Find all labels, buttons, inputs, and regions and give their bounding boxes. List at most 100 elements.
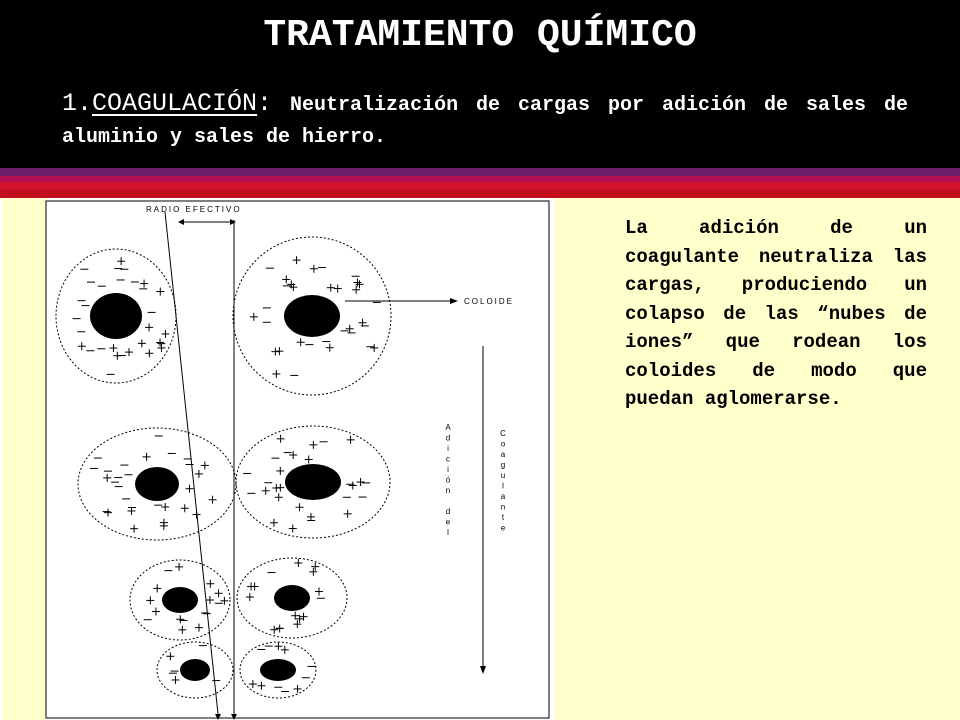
label-radio-efectivo: RADIO EFECTIVO — [146, 205, 242, 214]
colloid-particle — [260, 659, 296, 681]
decor-stripe-3 — [0, 182, 960, 190]
positive-charge-icon — [272, 369, 281, 378]
positive-charge-icon — [205, 596, 214, 605]
positive-charge-icon — [276, 434, 285, 443]
colloid-particle — [162, 587, 198, 613]
positive-charge-icon — [275, 624, 284, 633]
label-coagulante-letter: e — [501, 524, 506, 533]
label-coagulante-letter: o — [501, 440, 506, 449]
colloid-particle — [274, 585, 310, 611]
label-coagulante-letter: g — [501, 461, 505, 470]
positive-charge-icon — [304, 455, 313, 464]
positive-charge-icon — [289, 450, 298, 459]
positive-charge-icon — [370, 343, 379, 352]
positive-charge-icon — [153, 584, 162, 593]
colloid-cluster — [129, 559, 231, 641]
positive-charge-icon — [348, 481, 357, 490]
label-coagulante-letter: n — [501, 503, 505, 512]
positive-charge-icon — [178, 625, 187, 634]
positive-charge-icon — [146, 596, 155, 605]
positive-charge-icon — [276, 466, 285, 475]
subtitle-heading: COAGULACIÓN — [92, 89, 258, 118]
positive-charge-icon — [124, 348, 133, 357]
label-coagulante-letter: a — [501, 492, 506, 501]
positive-charge-icon — [295, 614, 304, 623]
positive-charge-icon — [275, 347, 284, 356]
positive-charge-icon — [194, 469, 203, 478]
label-adicion-letter: i — [447, 444, 449, 453]
positive-charge-icon — [130, 524, 139, 533]
positive-charge-icon — [309, 440, 318, 449]
subtitle-text: Neutralización de cargas por adición de … — [62, 94, 908, 149]
ion-cloud — [232, 236, 392, 396]
ion-cloud — [156, 641, 234, 699]
label-adicion-letter: i — [447, 465, 449, 474]
label-coloide: COLOIDE — [464, 297, 514, 306]
coagulant-arrowhead — [480, 666, 486, 674]
label-adicion-letter: ó — [446, 476, 451, 485]
colloid-cluster — [236, 557, 348, 639]
label-adicion-letter: n — [446, 486, 450, 495]
label-coagulante-letter: l — [502, 482, 504, 491]
positive-charge-icon — [103, 473, 112, 482]
positive-charge-icon — [176, 615, 185, 624]
label-coagulante-letter: t — [502, 513, 505, 522]
diagram-arrows — [164, 211, 486, 720]
radius-arrow-left — [178, 219, 184, 225]
positive-charge-icon — [288, 524, 297, 533]
ion-cloud — [235, 425, 391, 539]
positive-charge-icon — [137, 339, 146, 348]
colloid-particle — [285, 464, 341, 500]
positive-charge-icon — [343, 509, 352, 518]
positive-charge-icon — [306, 512, 315, 521]
positive-charge-icon — [208, 495, 217, 504]
label-coagulante-letter: C — [500, 429, 506, 438]
positive-charge-icon — [180, 504, 189, 513]
positive-charge-icon — [280, 645, 289, 654]
label-adicion-letter: l — [447, 528, 449, 537]
positive-charge-icon — [346, 435, 355, 444]
ion-cloud — [129, 559, 231, 641]
left-margin — [2, 198, 46, 720]
positive-charge-icon — [294, 559, 303, 568]
label-adicion-letter: e — [446, 518, 451, 527]
colloid-particle — [180, 659, 210, 681]
positive-charge-icon — [194, 623, 203, 632]
positive-charge-icon — [293, 620, 302, 629]
subtitle-colon: : — [257, 89, 273, 118]
positive-charge-icon — [140, 279, 149, 288]
positive-charge-icon — [117, 257, 126, 266]
positive-charge-icon — [175, 562, 184, 571]
figure-frame — [45, 200, 550, 719]
positive-charge-icon — [145, 349, 154, 358]
colloid-particle — [90, 293, 142, 339]
positive-charge-icon — [156, 287, 165, 296]
positive-charge-icon — [345, 324, 354, 333]
radius-slant-line — [164, 211, 219, 715]
positive-charge-icon — [161, 503, 170, 512]
positive-charge-icon — [245, 593, 254, 602]
positive-charge-icon — [358, 318, 367, 327]
positive-charge-icon — [356, 478, 365, 487]
colloid-cluster — [156, 641, 234, 699]
positive-charge-icon — [291, 611, 300, 620]
colloid-pointer-arrowhead — [450, 298, 458, 304]
colloid-clusters — [55, 236, 392, 699]
positive-charge-icon — [185, 484, 194, 493]
decor-stripe-4 — [0, 190, 960, 198]
positive-charge-icon — [355, 280, 364, 289]
label-adicion-letter: d — [446, 507, 450, 516]
positive-charge-icon — [157, 343, 166, 352]
positive-charge-icon — [353, 278, 362, 287]
positive-charge-icon — [282, 275, 291, 284]
positive-charge-icon — [295, 503, 304, 512]
positive-charge-icon — [270, 625, 279, 634]
label-adicion-letter: d — [446, 434, 450, 443]
ion-cloud — [236, 557, 348, 639]
positive-charge-icon — [249, 312, 258, 321]
positive-charge-icon — [161, 329, 170, 338]
subtitle-number: 1. — [62, 89, 93, 118]
positive-charge-icon — [315, 587, 324, 596]
